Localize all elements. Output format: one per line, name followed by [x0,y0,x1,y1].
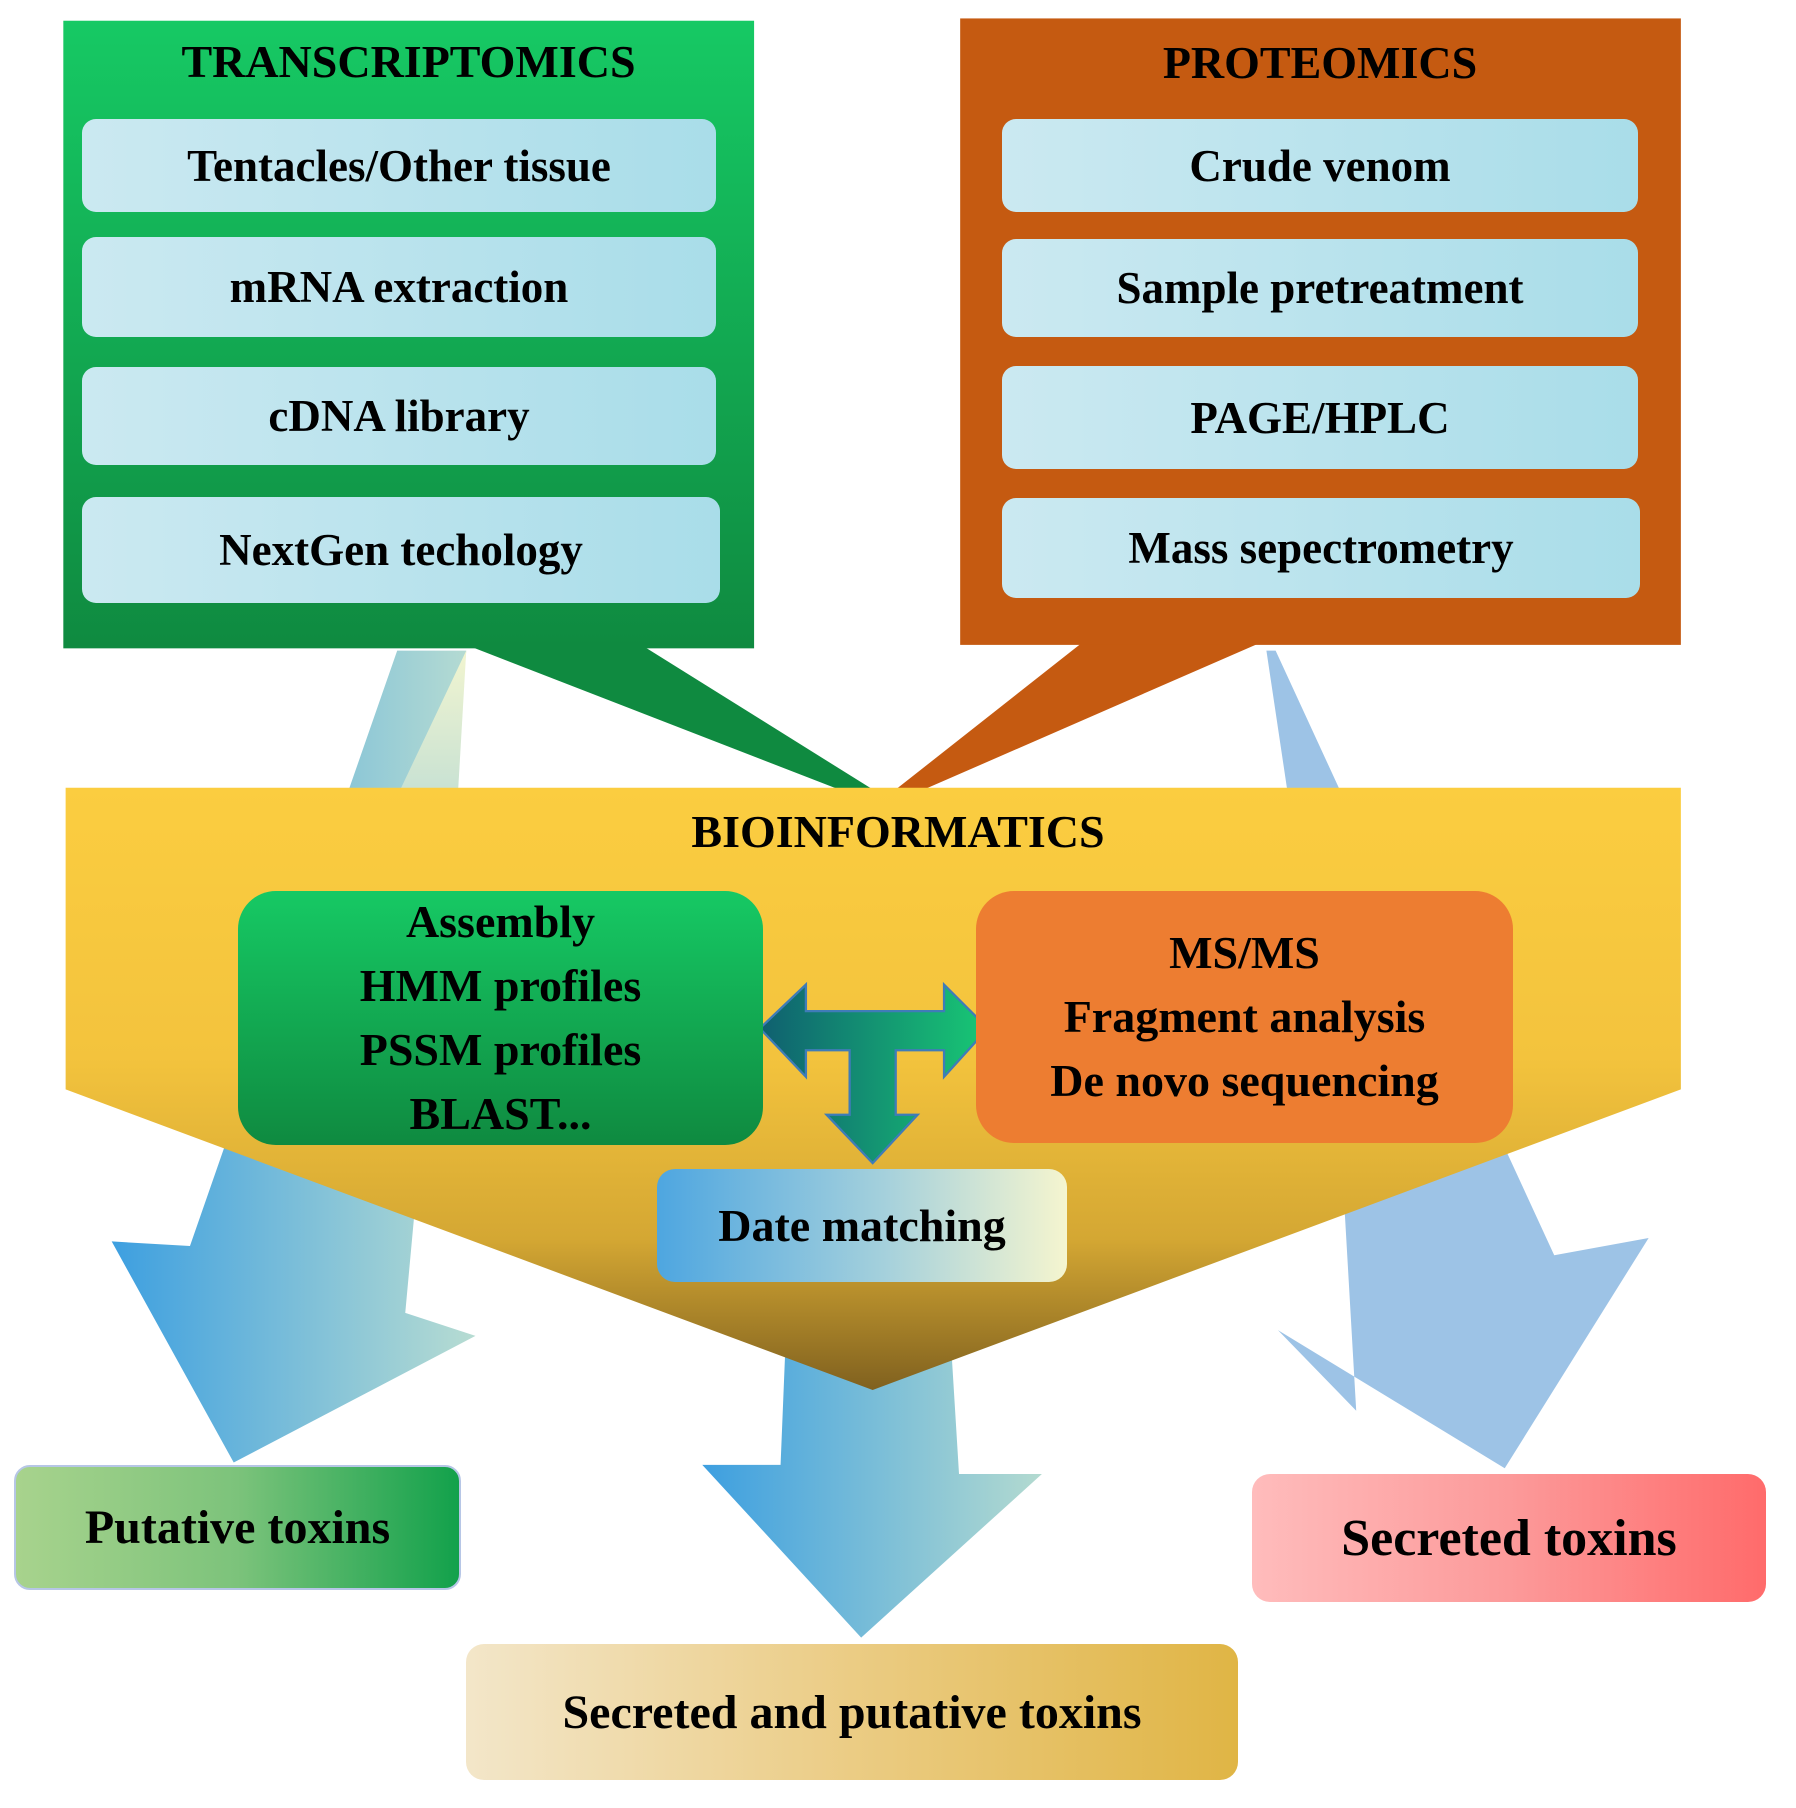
bidirectional-t-arrow [758,981,990,1165]
sliver-left [400,650,467,789]
transcriptomics-step: cDNA library [82,367,716,465]
transcript-tools-box: Assembly HMM profiles PSSM profiles BLAS… [238,891,763,1145]
bioinformatics-title: BIOINFORMATICS [691,806,1105,857]
tool-item: Assembly [405,896,596,947]
transcriptomics-step: NextGen techology [82,497,720,603]
proteomics-step: Crude venom [1002,119,1638,212]
arrow-to-both [702,1324,1042,1638]
tool-item: Fragment analysis [1063,991,1426,1042]
date-matching-box: Date matching [657,1169,1067,1282]
proteomics-section: PROTEOMICS Crude venom Sample pretreatme… [960,18,1680,645]
transcriptomics-callout-tail [466,644,878,793]
transcriptomics-step: Tentacles/Other tissue [82,119,716,212]
proteomics-step: Mass sepectrometry [1002,498,1640,598]
secreted-and-putative-toxins-box: Secreted and putative toxins [466,1644,1238,1780]
transcriptomics-title: TRANSCRIPTOMICS [181,36,636,87]
putative-toxins-box: Putative toxins [14,1465,461,1590]
proteomics-title: PROTEOMICS [1162,37,1478,88]
proteomics-step: PAGE/HPLC [1002,366,1638,469]
tool-item: PSSM profiles [359,1024,642,1075]
transcriptomics-step: mRNA extraction [82,237,716,337]
tool-item: BLAST... [409,1088,592,1139]
tool-item: HMM profiles [359,960,642,1011]
proteome-tools-box: MS/MS Fragment analysis De novo sequenci… [976,891,1513,1143]
proteomics-callout-tail [892,642,1261,793]
tool-item: MS/MS [1169,927,1320,978]
tool-item: De novo sequencing [1050,1055,1439,1106]
transcriptomics-section: TRANSCRIPTOMICS Tentacles/Other tissue m… [63,21,754,648]
secreted-toxins-box: Secreted toxins [1252,1474,1766,1602]
proteomics-step: Sample pretreatment [1002,239,1638,337]
